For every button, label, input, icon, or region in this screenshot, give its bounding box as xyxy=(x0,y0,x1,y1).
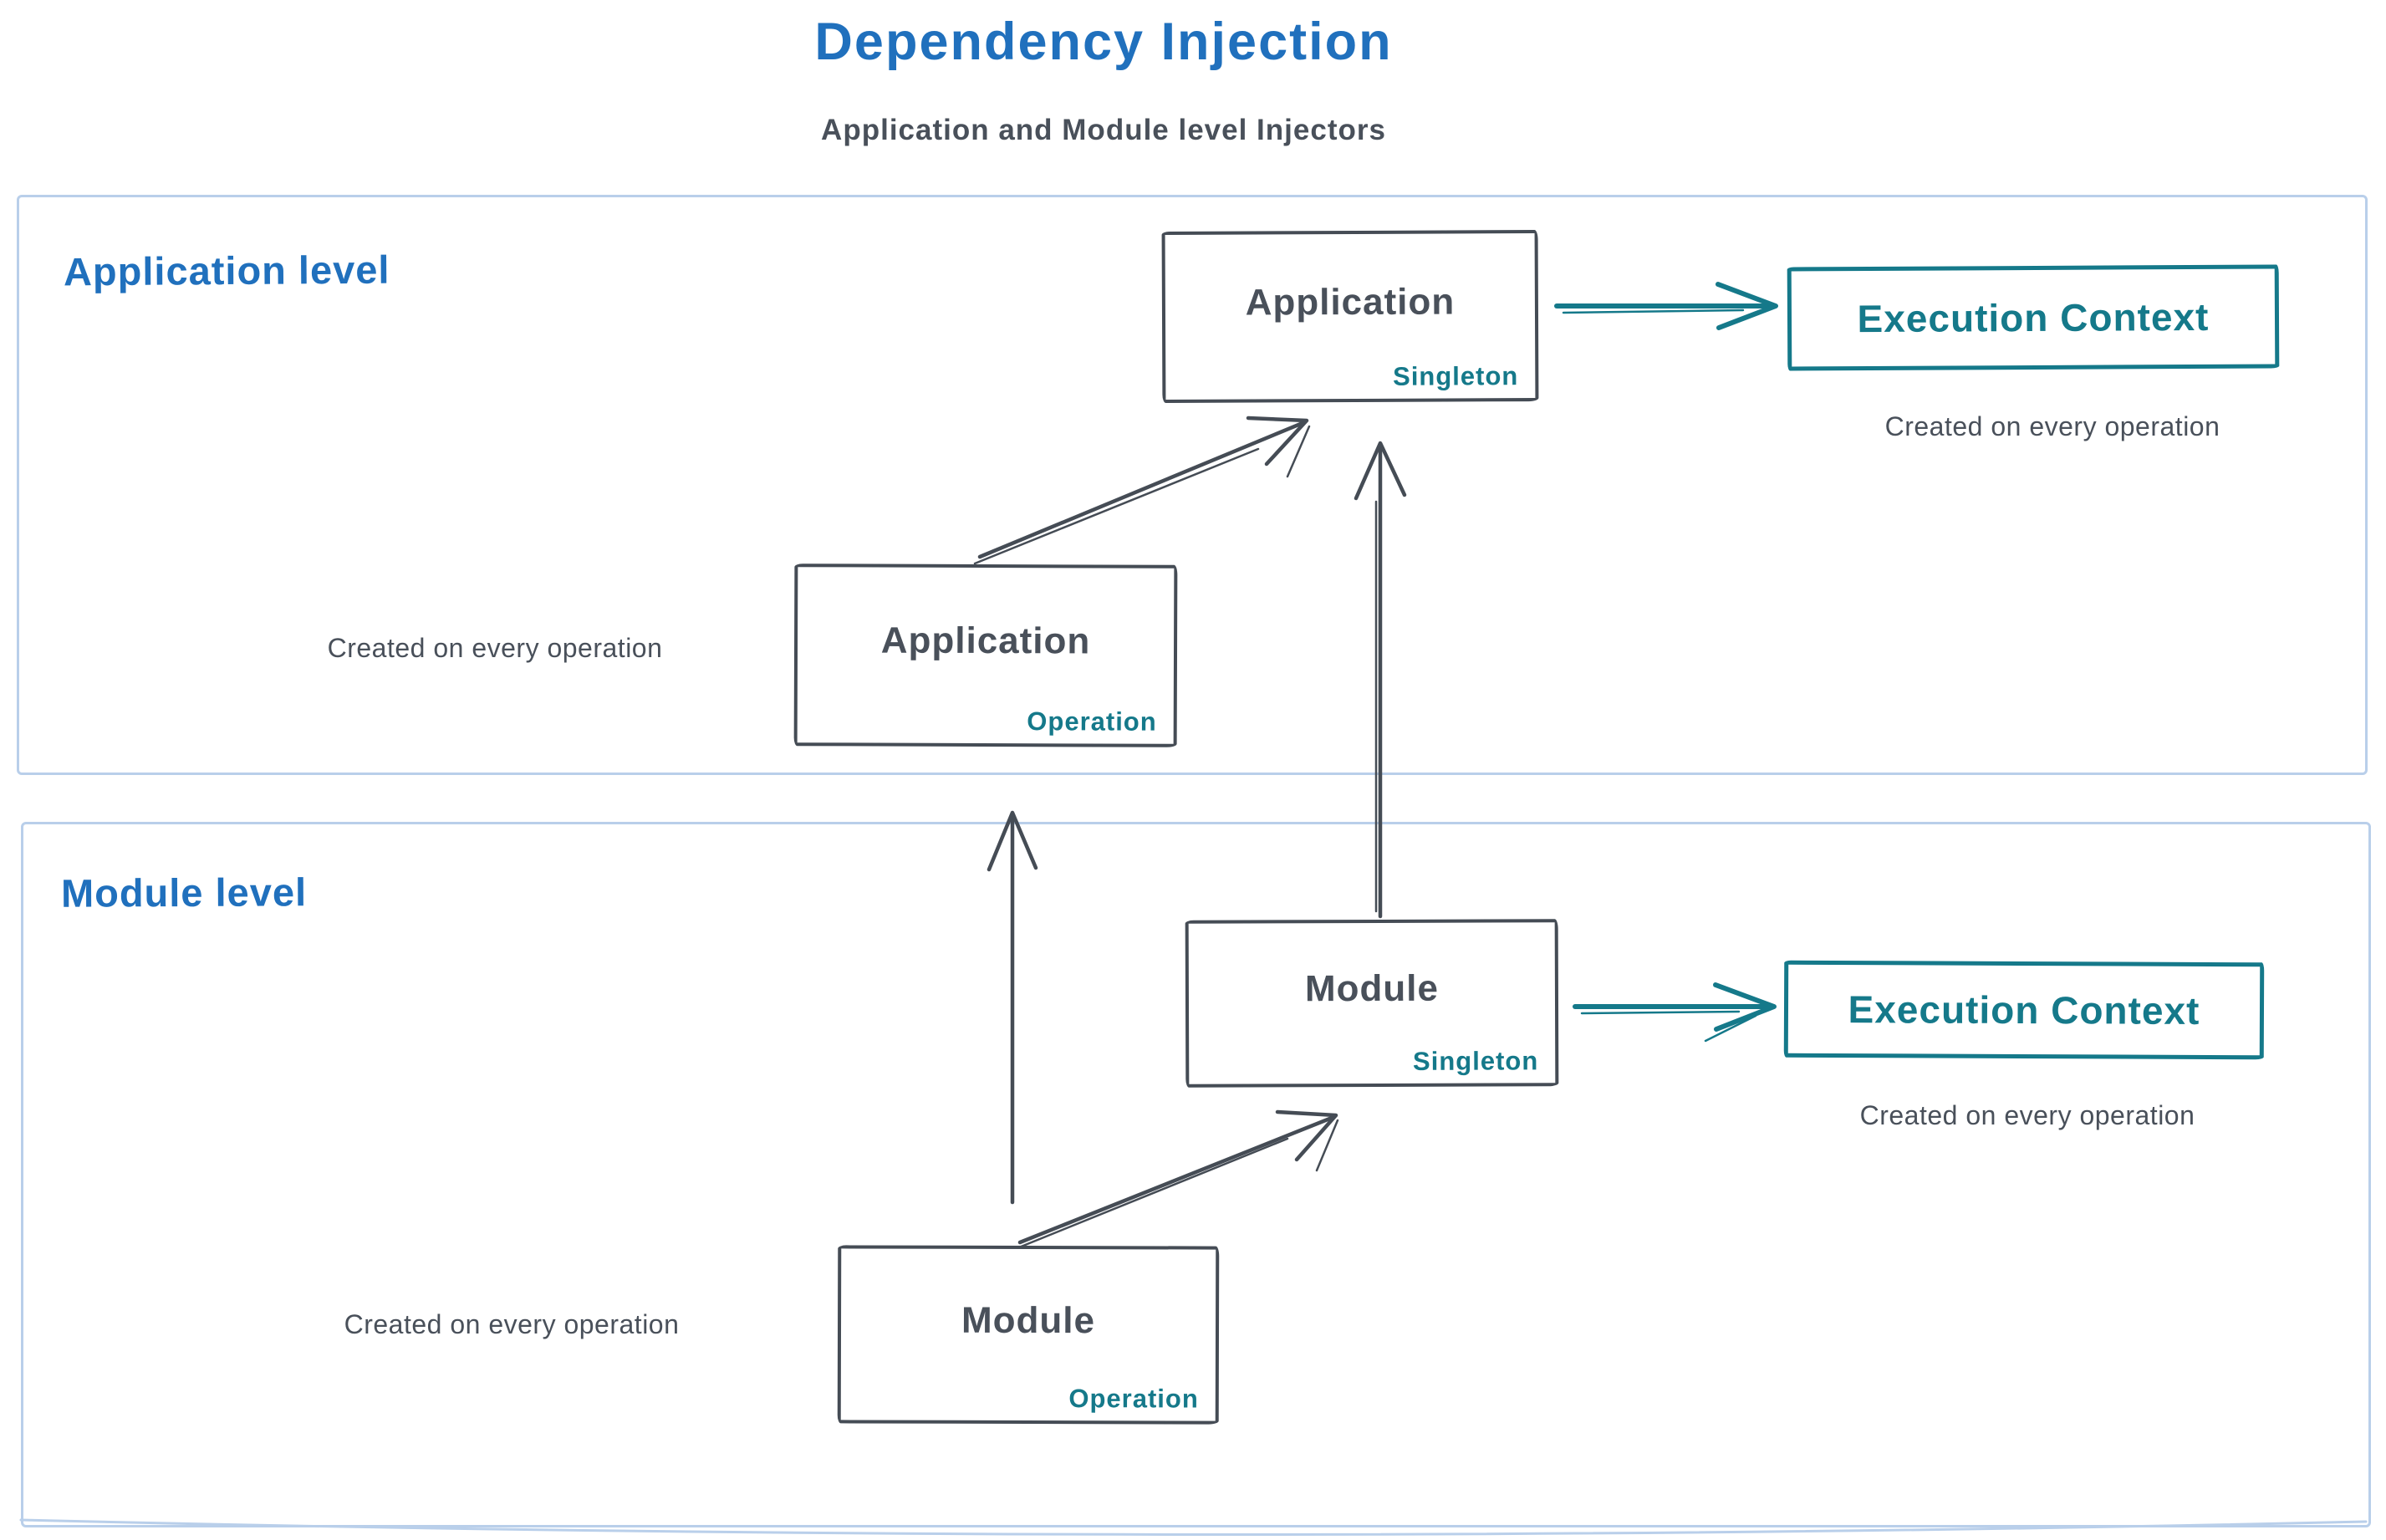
app-singleton-node: Application Singleton xyxy=(1161,230,1539,403)
module-execution-context-title: Execution Context xyxy=(1848,987,2200,1033)
page-title: Dependency Injection xyxy=(814,13,1393,71)
module-level-label: Module level xyxy=(60,869,308,915)
module-operation-scope-badge: Operation xyxy=(1068,1384,1199,1414)
app-execution-context-caption: Created on every operation xyxy=(1884,411,2220,441)
module-operation-node: Module Operation xyxy=(837,1245,1220,1425)
application-level-container xyxy=(17,195,2368,775)
module-operation-title: Module xyxy=(961,1299,1096,1341)
module-singleton-scope-badge: Singleton xyxy=(1412,1046,1539,1076)
app-singleton-title: Application xyxy=(1245,280,1456,324)
app-operation-node: Application Operation xyxy=(793,563,1178,747)
module-singleton-title: Module xyxy=(1304,967,1440,1010)
module-execution-context-caption: Created on every operation xyxy=(1859,1100,2195,1130)
app-operation-caption: Created on every operation xyxy=(327,633,663,663)
app-execution-context-box: Execution Context xyxy=(1787,264,2280,371)
module-singleton-node: Module Singleton xyxy=(1185,919,1559,1088)
app-operation-title: Application xyxy=(880,620,1091,662)
module-execution-context-box: Execution Context xyxy=(1783,960,2265,1060)
app-execution-context-title: Execution Context xyxy=(1857,294,2210,341)
page-subtitle: Application and Module level Injectors xyxy=(821,114,1386,146)
application-level-label: Application level xyxy=(63,247,390,294)
module-operation-caption: Created on every operation xyxy=(344,1309,680,1339)
app-singleton-scope-badge: Singleton xyxy=(1393,361,1519,391)
app-operation-scope-badge: Operation xyxy=(1027,706,1157,737)
